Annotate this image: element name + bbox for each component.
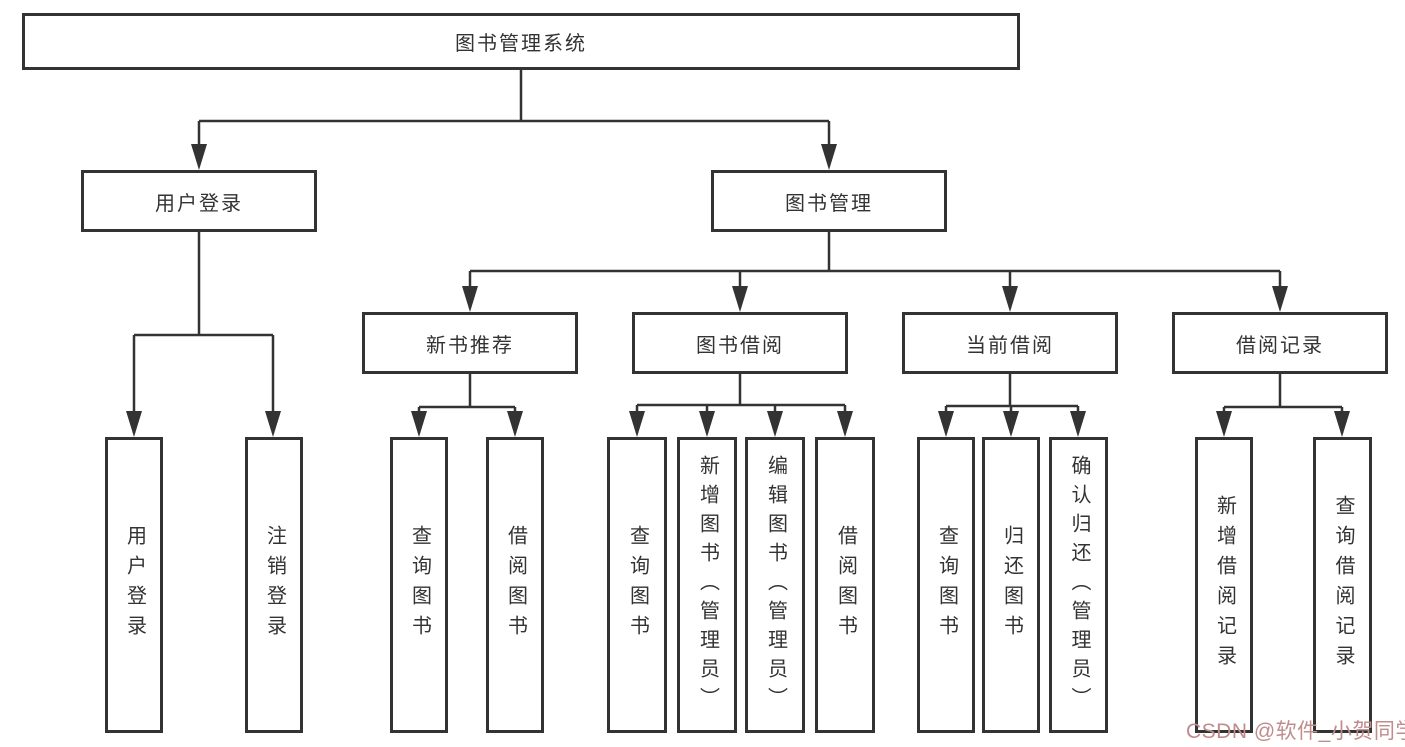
- leaf-bb-add-book: 新增图书（管理员）: [677, 437, 737, 733]
- leaf-br-add-record-label: 新增借阅记录: [1213, 495, 1236, 675]
- arrowhead: [411, 411, 427, 437]
- connector-root-branch: [197, 69, 831, 166]
- node-new-book-rec-label: 新书推荐: [426, 334, 514, 357]
- connector-user-login-branch: [132, 232, 275, 433]
- leaf-user-login: 用户登录: [105, 437, 163, 733]
- arrowhead: [629, 411, 645, 437]
- arrowhead: [767, 411, 783, 437]
- csdn-watermark: CSDN @软件_小贺同学: [1186, 720, 1405, 743]
- arrowhead: [191, 144, 207, 170]
- leaf-bb-query-book-label: 查询图书: [626, 525, 649, 645]
- node-book-mgmt: 图书管理: [711, 170, 947, 232]
- arrowhead: [1334, 411, 1350, 437]
- node-root: 图书管理系统: [22, 13, 1020, 70]
- node-book-borrow-label: 图书借阅: [696, 334, 784, 357]
- arrowhead: [938, 411, 954, 437]
- leaf-bb-query-book: 查询图书: [607, 437, 667, 733]
- node-book-mgmt-label: 图书管理: [785, 192, 873, 215]
- node-user-login: 用户登录: [81, 170, 317, 232]
- leaf-logout-label: 注销登录: [263, 525, 286, 645]
- leaf-cb-return-book-label: 归还图书: [1000, 525, 1023, 645]
- node-borrow-records: 借阅记录: [1172, 312, 1388, 374]
- leaf-nbr-borrow-book-label: 借阅图书: [504, 525, 527, 645]
- leaf-bb-edit-book-label: 编辑图书（管理员）: [764, 454, 787, 716]
- arrowhead: [507, 411, 523, 437]
- arrowhead: [1216, 411, 1232, 437]
- connector-new-book-branch: [417, 374, 517, 433]
- arrowhead: [1070, 411, 1086, 437]
- node-borrow-records-label: 借阅记录: [1236, 334, 1324, 357]
- leaf-bb-add-book-label: 新增图书（管理员）: [696, 454, 719, 716]
- node-current-borrow-label: 当前借阅: [966, 334, 1054, 357]
- leaf-logout: 注销登录: [245, 437, 303, 733]
- node-book-borrow: 图书借阅: [632, 312, 848, 374]
- leaf-nbr-query-book-label: 查询图书: [408, 525, 431, 645]
- arrowhead: [265, 411, 281, 437]
- leaf-br-add-record: 新增借阅记录: [1195, 437, 1253, 733]
- node-new-book-rec: 新书推荐: [362, 312, 578, 374]
- arrowhead: [699, 411, 715, 437]
- arrowhead: [821, 144, 837, 170]
- leaf-cb-query-book-label: 查询图书: [935, 525, 958, 645]
- arrowheads: [126, 144, 1350, 437]
- arrowhead: [462, 286, 478, 312]
- connector-book-borrow-branch: [635, 374, 847, 433]
- node-current-borrow: 当前借阅: [902, 312, 1118, 374]
- arrowhead: [1272, 286, 1288, 312]
- leaf-cb-confirm-return: 确认归还（管理员）: [1049, 437, 1108, 733]
- leaf-br-query-record: 查询借阅记录: [1313, 437, 1372, 733]
- connector-book-mgmt-branch: [468, 232, 1282, 308]
- leaf-nbr-query-book: 查询图书: [390, 437, 448, 733]
- arrowhead: [126, 411, 142, 437]
- leaf-cb-confirm-return-label: 确认归还（管理员）: [1068, 454, 1090, 716]
- leaf-bb-borrow-book: 借阅图书: [815, 437, 875, 733]
- leaf-bb-borrow-book-label: 借阅图书: [834, 525, 857, 645]
- node-root-label: 图书管理系统: [455, 33, 587, 55]
- leaf-bb-edit-book: 编辑图书（管理员）: [745, 437, 805, 733]
- arrowhead: [732, 286, 748, 312]
- arrowhead: [1003, 411, 1019, 437]
- leaf-br-query-record-label: 查询借阅记录: [1332, 495, 1354, 675]
- node-user-login-label: 用户登录: [155, 192, 243, 215]
- leaf-cb-return-book: 归还图书: [982, 437, 1040, 733]
- connector-tree: [132, 69, 1344, 433]
- connector-borrow-records-branch: [1222, 374, 1344, 433]
- leaf-nbr-borrow-book: 借阅图书: [486, 437, 544, 733]
- leaf-cb-query-book: 查询图书: [917, 437, 975, 733]
- arrowhead: [837, 411, 853, 437]
- arrowhead: [1002, 286, 1018, 312]
- leaf-user-login-label: 用户登录: [123, 525, 146, 645]
